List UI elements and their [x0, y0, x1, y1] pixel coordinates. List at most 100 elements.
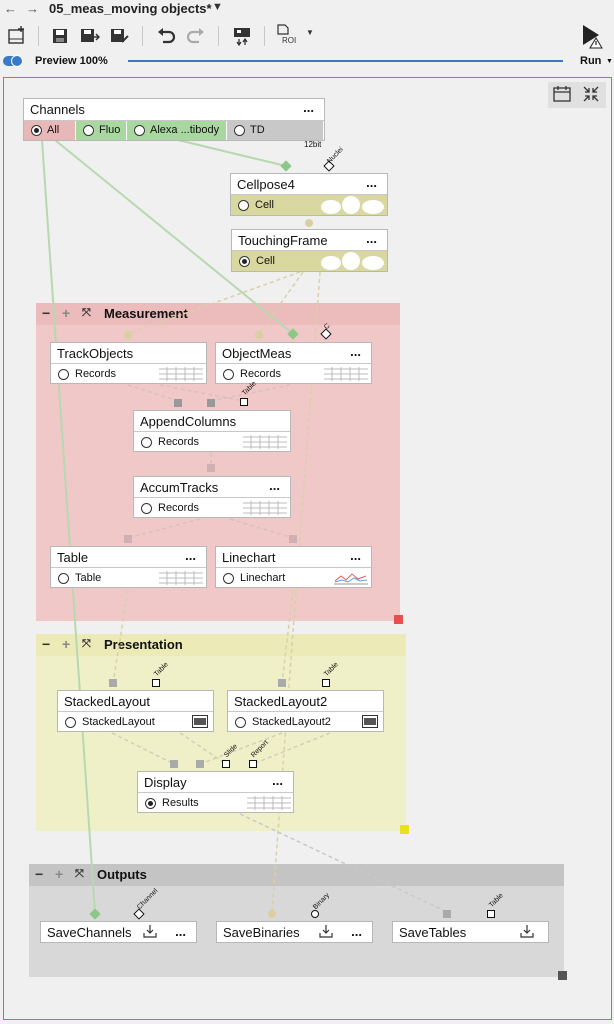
linechart-node[interactable]: Linechart... Linechart [215, 546, 372, 588]
input-connector[interactable] [174, 399, 182, 407]
run-icon[interactable] [580, 24, 604, 49]
collapse-icon[interactable]: − [35, 866, 44, 882]
stackedlayout2-node[interactable]: StackedLayout2 StackedLayout2 [227, 690, 384, 732]
input-connector[interactable] [255, 331, 263, 339]
add-node-icon[interactable] [5, 24, 29, 48]
roi-button[interactable]: ROI ▼ [274, 24, 314, 48]
port-radio[interactable] [239, 256, 250, 267]
group-measurement-header[interactable]: − + ⤧ Measurement [36, 303, 400, 325]
save-as-icon[interactable] [108, 24, 132, 48]
input-connector-binary[interactable] [311, 910, 319, 918]
port-radio[interactable] [141, 437, 152, 448]
port-radio[interactable] [238, 200, 249, 211]
port-stackedlayout[interactable]: StackedLayout [58, 712, 213, 731]
input-connector[interactable] [207, 464, 215, 472]
input-connector[interactable] [124, 331, 132, 339]
input-connector-table[interactable] [487, 910, 495, 918]
run-label[interactable]: Run [580, 55, 602, 67]
back-icon[interactable]: ← [4, 1, 17, 16]
port-radio[interactable] [223, 573, 234, 584]
channel-radio[interactable] [134, 125, 145, 136]
savebinaries-node[interactable]: SaveBinaries ... [216, 921, 373, 943]
group-resize-handle[interactable] [558, 971, 567, 980]
download-icon[interactable] [520, 924, 534, 941]
channel-tab[interactable]: All [24, 121, 75, 140]
download-icon[interactable] [319, 924, 333, 941]
group-resize-handle[interactable] [394, 615, 403, 624]
port-stackedlayout2[interactable]: StackedLayout2 [228, 712, 383, 731]
node-menu-button[interactable]: ... [350, 548, 361, 563]
port-radio[interactable] [65, 717, 76, 728]
node-menu-button[interactable]: ... [303, 100, 314, 115]
input-connector[interactable] [278, 679, 286, 687]
port-cell[interactable]: Cell [232, 251, 387, 271]
accumtracks-node[interactable]: AccumTracks... Records [133, 476, 291, 518]
expand-icon[interactable]: + [62, 305, 71, 321]
node-menu-button[interactable]: ... [272, 773, 283, 788]
input-connector[interactable] [170, 760, 178, 768]
forward-icon[interactable]: → [26, 1, 39, 16]
resize-icon[interactable]: ⤧ [82, 307, 91, 319]
savechannels-node[interactable]: SaveChannels ... [40, 921, 197, 943]
input-connector[interactable] [289, 535, 297, 543]
input-connector-report[interactable] [249, 760, 257, 768]
port-linechart[interactable]: Linechart [216, 568, 371, 587]
collapse-icon[interactable]: − [42, 636, 51, 652]
touchingframe-node[interactable]: TouchingFrame... Cell [231, 229, 388, 272]
node-menu-button[interactable]: ... [351, 924, 362, 939]
title-dropdown-icon[interactable]: ▼ [212, 1, 223, 13]
port-table[interactable]: Table [51, 568, 206, 587]
savetables-node[interactable]: SaveTables [392, 921, 549, 943]
input-connector-table[interactable] [152, 679, 160, 687]
display-node[interactable]: Display... Results [137, 771, 294, 813]
calendar-icon[interactable] [553, 85, 571, 106]
save-icon[interactable] [48, 24, 72, 48]
node-menu-button[interactable]: ... [350, 344, 361, 359]
node-menu-button[interactable]: ... [175, 924, 186, 939]
resize-icon[interactable]: ⤧ [75, 868, 84, 880]
channel-radio[interactable] [234, 125, 245, 136]
output-connector[interactable] [305, 219, 313, 227]
port-radio[interactable] [145, 798, 156, 809]
undo-icon[interactable] [154, 24, 178, 48]
group-presentation-header[interactable]: − + ⤧ Presentation [36, 634, 406, 656]
cellpose4-node[interactable]: Cellpose4... Cell [230, 173, 388, 216]
port-radio[interactable] [223, 369, 234, 380]
save-all-icon[interactable] [78, 24, 102, 48]
port-results[interactable]: Results [138, 793, 293, 812]
input-connector[interactable] [196, 760, 204, 768]
node-menu-button[interactable]: ... [366, 175, 377, 190]
input-connector[interactable] [268, 910, 276, 918]
group-resize-handle[interactable] [400, 825, 409, 834]
redo-icon[interactable] [184, 24, 208, 48]
port-records[interactable]: Records [216, 364, 371, 383]
node-menu-button[interactable]: ... [366, 231, 377, 246]
port-radio[interactable] [58, 573, 69, 584]
appendcolumns-node[interactable]: AppendColumns Records [133, 410, 291, 452]
node-menu-button[interactable]: ... [269, 478, 280, 493]
trackobjects-node[interactable]: TrackObjects Records [50, 342, 207, 384]
port-radio[interactable] [58, 369, 69, 380]
collapse-icon[interactable]: − [42, 305, 51, 321]
input-connector-slide[interactable] [222, 760, 230, 768]
channel-tab[interactable]: TD [227, 121, 323, 140]
fit-view-icon[interactable] [582, 85, 600, 106]
input-connector[interactable] [124, 535, 132, 543]
port-records[interactable]: Records [134, 498, 290, 517]
channel-tab[interactable]: Alexa ...tibody [127, 121, 226, 140]
run-dropdown-icon[interactable]: ▼ [606, 58, 613, 65]
resize-icon[interactable]: ⤧ [82, 638, 91, 650]
port-radio[interactable] [235, 717, 246, 728]
input-connector-table[interactable] [240, 398, 248, 406]
download-icon[interactable] [143, 924, 157, 941]
execute-step-icon[interactable] [230, 24, 254, 48]
preview-progress[interactable] [128, 60, 563, 62]
node-menu-button[interactable]: ... [185, 548, 196, 563]
group-outputs-header[interactable]: − + ⤧ Outputs [29, 864, 564, 886]
objectmeas-node[interactable]: ObjectMeas... Records [215, 342, 372, 384]
input-connector[interactable] [443, 910, 451, 918]
expand-icon[interactable]: + [55, 866, 64, 882]
channel-radio[interactable] [31, 125, 42, 136]
port-radio[interactable] [141, 503, 152, 514]
